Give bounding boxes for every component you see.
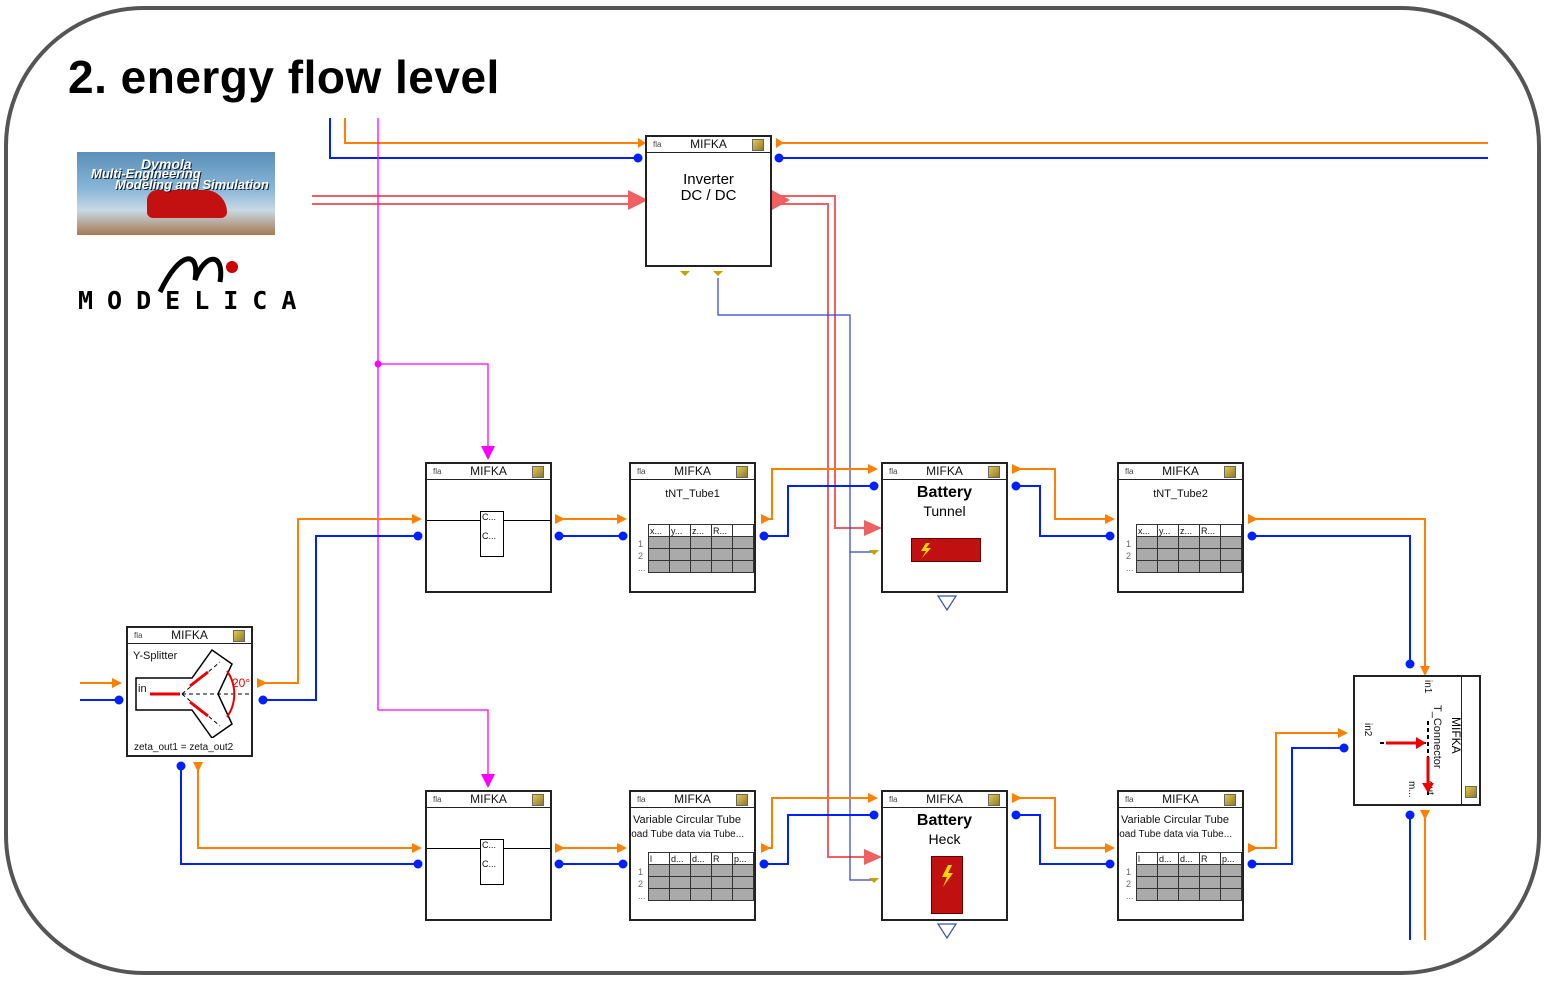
red-line-tunnel [775, 196, 870, 528]
magenta-line-bottom [378, 710, 488, 776]
blue-splitter-out1 [260, 536, 420, 700]
ysplitter-inlet: in [138, 683, 147, 695]
ysplitter-note: zeta_out1 = zeta_out2 [134, 742, 233, 753]
package-icon [736, 794, 748, 806]
orange-vct1-batt [762, 798, 875, 848]
vct2-name: Variable Circular Tube [1121, 814, 1229, 826]
blue-line-top-in [330, 118, 640, 158]
orange-line-top-in [345, 118, 640, 143]
vct1-name: Variable Circular Tube [633, 814, 741, 826]
thin-blue-ground-line-2 [850, 552, 872, 880]
block-header: MIFKA [1461, 677, 1479, 804]
battery-icon [931, 856, 963, 914]
y-splitter-icon [132, 646, 252, 738]
package-icon [1465, 786, 1477, 798]
blue-vct2-tconn [1250, 748, 1345, 864]
battery-heck-sub: Heck [883, 831, 1006, 847]
orange-splitter-out2 [198, 770, 420, 848]
tube2-table: x...y...z...R... [1136, 524, 1242, 573]
blue-batt-vct2 [1014, 815, 1112, 864]
valve-icon: C... C... [480, 511, 504, 557]
battery-tunnel-sub: Tunnel [883, 503, 1006, 519]
valve-icon: C... C... [480, 839, 504, 885]
vct2-sub: load Tube data via Tube... [1117, 829, 1232, 840]
tube1-name: tNT_Tube1 [631, 488, 754, 500]
tube2-name: tNT_Tube2 [1119, 488, 1242, 500]
blue-splitter-out2 [181, 770, 420, 864]
orange-tube2-tconn [1250, 519, 1425, 670]
package-icon [736, 466, 748, 478]
inverter-name: Inverter [647, 171, 770, 188]
package-icon [988, 794, 1000, 806]
battery-icon [911, 538, 981, 562]
ysplitter-angle: 20° [232, 676, 250, 690]
package-icon [1224, 794, 1236, 806]
blue-tube2-tconn [1250, 536, 1410, 664]
package-icon [752, 139, 764, 151]
orange-batt-tube2 [1014, 469, 1112, 519]
orange-batt-vct2 [1014, 798, 1112, 848]
blue-batt-tube2 [1014, 486, 1112, 536]
package-icon [988, 466, 1000, 478]
inverter-sub: DC / DC [647, 187, 770, 204]
battery-tunnel-name: Battery [883, 484, 1006, 502]
package-icon [532, 794, 544, 806]
t-connector-block[interactable]: MIFKA T_Connector in1 in2 out m... [1353, 675, 1481, 806]
battery-heck-name: Battery [883, 812, 1006, 830]
t-connector-in2: in2 [1362, 723, 1373, 736]
vct1-sub: load Tube data via Tube... [629, 829, 744, 840]
orange-splitter-out1 [260, 519, 420, 683]
t-connector-icon [1380, 717, 1450, 797]
orange-vct2-tconn [1250, 733, 1345, 848]
package-icon [532, 466, 544, 478]
magenta-line-top [378, 364, 488, 448]
red-line-heck [775, 204, 870, 857]
package-icon [233, 630, 245, 642]
tube1-table: x...y...z...R... [648, 524, 754, 573]
t-connector-in1: in1 [1422, 680, 1433, 693]
package-icon [1224, 466, 1236, 478]
orange-tube1-batt [762, 469, 875, 519]
